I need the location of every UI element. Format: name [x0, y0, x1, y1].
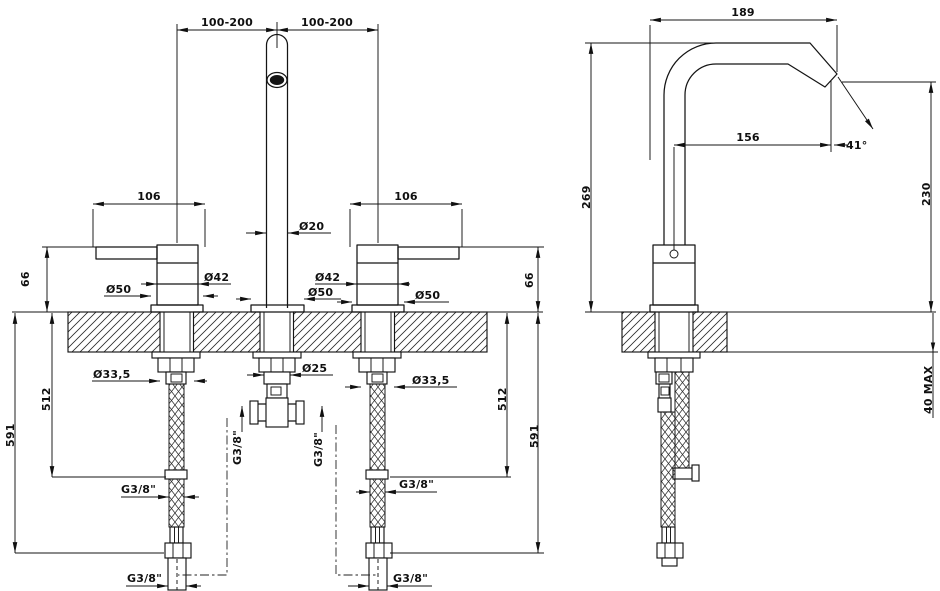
- dim-height-left: 66: [19, 271, 32, 287]
- dim-hose-end-thread-right: G3/8": [393, 572, 428, 585]
- dim-overall-length-left: 591: [4, 423, 17, 447]
- side-view: 189 156 41° 269 230 40 MAX: [580, 6, 938, 567]
- dim-spread-right: 100-200: [301, 16, 353, 29]
- dim-hole-diameter-left: Ø33,5: [93, 368, 131, 381]
- dim-base-diameter-left: Ø50: [106, 283, 131, 296]
- dim-handle-width-left: 106: [137, 190, 161, 203]
- front-view-dimensions: 100-200 100-200 106 106 Ø20 Ø42 Ø42: [4, 16, 544, 589]
- supply-hose-left: [151, 351, 201, 591]
- dim-base-diameter-center: Ø50: [308, 286, 333, 299]
- dim-spout-overhang: 189: [731, 6, 755, 19]
- dim-spout-reach: 156: [736, 131, 760, 144]
- hose-routing-centerlines: [178, 418, 377, 576]
- dim-hose-thread-left: G3/8": [121, 483, 156, 496]
- dim-spout-diameter: Ø20: [299, 220, 324, 233]
- spout-front: [250, 33, 305, 313]
- dim-height-right: 66: [523, 272, 536, 288]
- dim-tee-diameter: Ø25: [302, 362, 327, 375]
- dim-hose-length-right: 512: [496, 387, 509, 411]
- dim-hose-thread-right: G3/8": [399, 478, 434, 491]
- spout-side: [649, 42, 838, 313]
- dim-outlet-angle: 41°: [846, 139, 867, 152]
- aerator: [269, 75, 285, 85]
- deck-thickness-arrow: [930, 342, 936, 352]
- dim-tee-thread-left: G3/8": [231, 430, 244, 465]
- dim-cartridge-diameter-left: Ø42: [204, 271, 229, 284]
- supply-hose-right: [352, 351, 402, 591]
- dim-overall-length-right: 591: [528, 424, 541, 448]
- dim-deck-thickness-max: 40 MAX: [922, 365, 935, 414]
- deck-front: [12, 311, 543, 353]
- dim-handle-width-right: 106: [394, 190, 418, 203]
- dim-hole-diameter-right: Ø33,5: [412, 374, 450, 387]
- side-view-dimensions: 189 156 41° 269 230 40 MAX: [580, 6, 936, 418]
- dim-spout-height: 269: [580, 185, 593, 209]
- supply-hoses-side: [647, 351, 701, 567]
- dim-spread-left: 100-200: [201, 16, 253, 29]
- set-screw: [669, 249, 679, 259]
- dim-cartridge-diameter-right: Ø42: [315, 271, 340, 284]
- front-view: 100-200 100-200 106 106 Ø20 Ø42 Ø42: [4, 16, 544, 591]
- dim-base-diameter-right: Ø50: [415, 289, 440, 302]
- dim-hose-length-left: 512: [40, 387, 53, 411]
- dim-outlet-height: 230: [920, 182, 933, 206]
- center-tee-assembly: [249, 351, 305, 428]
- dim-hose-end-thread-left: G3/8": [127, 572, 162, 585]
- deck-side: [585, 311, 938, 353]
- handle-left: [95, 244, 204, 313]
- dim-tee-thread-right: G3/8": [312, 432, 325, 467]
- handle-right: [351, 244, 460, 313]
